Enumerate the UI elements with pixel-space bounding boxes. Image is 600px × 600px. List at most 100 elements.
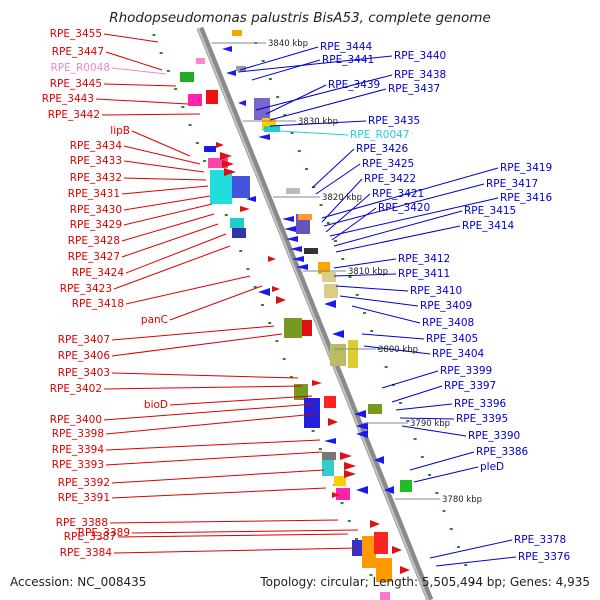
gene-block[interactable] — [188, 94, 202, 106]
gene-block[interactable] — [302, 320, 312, 336]
gene-label-rpe-3425[interactable]: RPE_3425 — [362, 158, 414, 170]
gene-label-rpe-r0048[interactable]: RPE_R0048 — [50, 62, 110, 74]
gene-label-rpe-3400[interactable]: RPE_3400 — [50, 414, 102, 426]
gene-block[interactable] — [208, 158, 228, 168]
gene-block[interactable] — [236, 66, 246, 71]
gene-label-rpe-3376[interactable]: RPE_3376 — [518, 551, 571, 563]
gene-label-rpe-3416[interactable]: RPE_3416 — [500, 192, 553, 204]
gene-label-panc[interactable]: panC — [141, 314, 168, 326]
gene-label-rpe-3421[interactable]: RPE_3421 — [372, 188, 424, 200]
gene-block[interactable] — [330, 344, 346, 366]
gene-label-rpe-3384[interactable]: RPE_3384 — [60, 547, 113, 559]
gene-block[interactable] — [362, 536, 376, 568]
gene-block[interactable] — [232, 30, 242, 36]
gene-block[interactable] — [304, 248, 318, 254]
gene-label-rpe-3441[interactable]: RPE_3441 — [322, 54, 374, 66]
gene-label-rpe-3397[interactable]: RPE_3397 — [444, 380, 496, 392]
gene-label-lipb[interactable]: lipB — [110, 125, 130, 137]
gene-label-rpe-3393[interactable]: RPE_3393 — [52, 459, 104, 471]
gene-label-rpe-3439[interactable]: RPE_3439 — [328, 79, 380, 91]
gene-block[interactable] — [322, 272, 336, 282]
gene-label-rpe-3422[interactable]: RPE_3422 — [364, 173, 416, 185]
gene-label-rpe-3418[interactable]: RPE_3418 — [72, 298, 124, 310]
gene-label-rpe-3406[interactable]: RPE_3406 — [58, 350, 111, 362]
gene-block[interactable] — [336, 488, 350, 500]
gene-block[interactable] — [204, 146, 216, 152]
gene-label-rpe-3429[interactable]: RPE_3429 — [70, 219, 122, 231]
gene-label-rpe-3434[interactable]: RPE_3434 — [70, 140, 123, 152]
gene-block[interactable] — [334, 476, 346, 486]
gene-label-rpe-3378[interactable]: RPE_3378 — [514, 534, 566, 546]
gene-block[interactable] — [348, 340, 358, 368]
gene-label-rpe-3408[interactable]: RPE_3408 — [422, 317, 474, 329]
gene-label-rpe-3443[interactable]: RPE_3443 — [42, 93, 94, 105]
gene-block[interactable] — [324, 396, 336, 408]
gene-label-pled[interactable]: pleD — [480, 461, 504, 473]
gene-block[interactable] — [304, 398, 320, 428]
gene-label-rpe-3391[interactable]: RPE_3391 — [58, 492, 110, 504]
gene-label-rpe-3392[interactable]: RPE_3392 — [58, 477, 110, 489]
gene-label-rpe-3438[interactable]: RPE_3438 — [394, 69, 446, 81]
gene-label-rpe-3428[interactable]: RPE_3428 — [68, 235, 120, 247]
gene-label-rpe-3399[interactable]: RPE_3399 — [440, 365, 492, 377]
gene-label-rpe-3424[interactable]: RPE_3424 — [72, 267, 125, 279]
gene-block[interactable] — [322, 456, 334, 476]
gene-label-rpe-3435[interactable]: RPE_3435 — [368, 115, 420, 127]
gene-label-rpe-3427[interactable]: RPE_3427 — [68, 251, 120, 263]
gene-block[interactable] — [284, 318, 302, 338]
gene-block[interactable] — [368, 404, 382, 414]
gene-label-rpe-3430[interactable]: RPE_3430 — [70, 204, 122, 216]
gene-label-rpe-3403[interactable]: RPE_3403 — [58, 367, 110, 379]
gene-block[interactable] — [232, 228, 246, 238]
gene-label-rpe-3405[interactable]: RPE_3405 — [426, 333, 478, 345]
gene-block[interactable] — [324, 284, 338, 298]
gene-label-rpe-3447[interactable]: RPE_3447 — [52, 46, 104, 58]
gene-label-rpe-3412[interactable]: RPE_3412 — [398, 253, 450, 265]
gene-block[interactable] — [400, 480, 412, 492]
gene-label-rpe-3440[interactable]: RPE_3440 — [394, 50, 446, 62]
gene-label-rpe-3388[interactable]: RPE_3388 — [56, 517, 108, 529]
gene-label-rpe-3414[interactable]: RPE_3414 — [462, 220, 515, 232]
gene-block[interactable] — [230, 218, 244, 228]
gene-label-rpe-3389[interactable]: RPE_3389 — [78, 527, 130, 539]
gene-label-rpe-3426[interactable]: RPE_3426 — [356, 143, 409, 155]
gene-label-rpe-3409[interactable]: RPE_3409 — [420, 300, 472, 312]
gene-label-rpe-3455[interactable]: RPE_3455 — [50, 28, 102, 40]
gene-label-rpe-3404[interactable]: RPE_3404 — [432, 348, 485, 360]
gene-label-rpe-3431[interactable]: RPE_3431 — [68, 188, 120, 200]
gene-label-rpe-3417[interactable]: RPE_3417 — [486, 178, 538, 190]
gene-label-rpe-3411[interactable]: RPE_3411 — [398, 268, 450, 280]
gene-block[interactable] — [196, 58, 205, 64]
gene-label-rpe-3402[interactable]: RPE_3402 — [50, 383, 102, 395]
gene-block[interactable] — [210, 170, 232, 204]
gene-label-rpe-3437[interactable]: RPE_3437 — [388, 83, 440, 95]
gene-label-rpe-3395[interactable]: RPE_3395 — [456, 413, 508, 425]
gene-label-rpe-3410[interactable]: RPE_3410 — [410, 285, 462, 297]
gene-label-rpe-3445[interactable]: RPE_3445 — [50, 78, 102, 90]
gene-block[interactable] — [232, 176, 250, 198]
gene-block[interactable] — [322, 452, 336, 460]
gene-label-rpe-3396[interactable]: RPE_3396 — [454, 398, 507, 410]
gene-block[interactable] — [298, 214, 312, 220]
gene-label-rpe-3387[interactable]: RPE_3387 — [64, 531, 116, 543]
gene-label-rpe-3442[interactable]: RPE_3442 — [48, 109, 100, 121]
gene-label-biod[interactable]: bioD — [144, 399, 168, 411]
gene-label-rpe-3398[interactable]: RPE_3398 — [52, 428, 104, 440]
gene-label-rpe-3415[interactable]: RPE_3415 — [464, 205, 516, 217]
gene-label-rpe-3433[interactable]: RPE_3433 — [70, 155, 122, 167]
gene-label-rpe-3444[interactable]: RPE_3444 — [320, 41, 373, 53]
gene-label-rpe-3390[interactable]: RPE_3390 — [468, 430, 520, 442]
gene-block[interactable] — [286, 188, 300, 194]
gene-label-rpe-3407[interactable]: RPE_3407 — [58, 334, 110, 346]
gene-label-rpe-3423[interactable]: RPE_3423 — [60, 283, 112, 295]
gene-block[interactable] — [180, 72, 194, 82]
gene-label-rpe-3386[interactable]: RPE_3386 — [476, 446, 529, 458]
gene-label-rpe-3432[interactable]: RPE_3432 — [70, 172, 122, 184]
gene-block[interactable] — [264, 126, 280, 132]
gene-block[interactable] — [206, 90, 218, 104]
gene-block[interactable] — [380, 592, 390, 600]
gene-label-rpe-r0047[interactable]: RPE_R0047 — [350, 129, 410, 141]
gene-block[interactable] — [376, 558, 392, 582]
gene-label-rpe-3394[interactable]: RPE_3394 — [52, 444, 105, 456]
gene-block[interactable] — [254, 98, 270, 120]
